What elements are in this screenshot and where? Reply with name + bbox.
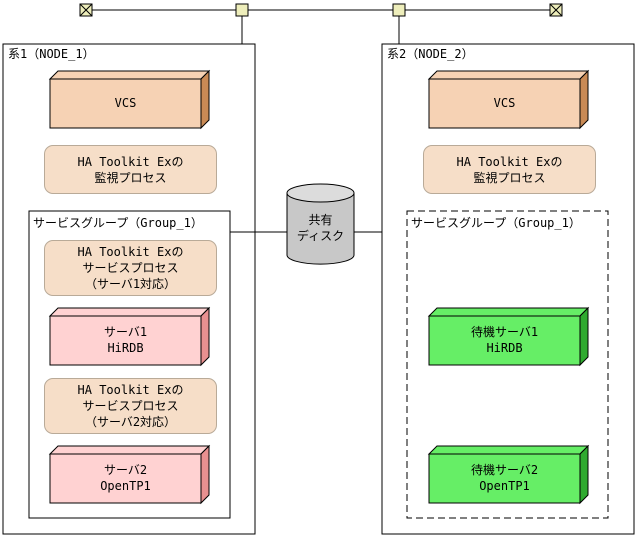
server2-line2: OpenTP1 [100,479,151,493]
node2-service-group-title: サービスグループ（Group_1） [411,216,581,230]
network-terminator-right [549,3,563,17]
server1-line1: サーバ1 [103,325,148,339]
node1-vcs-label: VCS [114,96,137,110]
node2-service-group-frame [406,210,609,519]
node1-monitor-line2: 監視プロセス [94,170,167,185]
node1-service-group-title: サービスグループ（Group_1） [33,216,203,230]
node2-vcs-label: VCS [493,96,516,110]
node2-standby1-box-shape [427,306,590,367]
server2-line1: サーバ2 [103,463,148,477]
disk-line2: ディスク [296,229,345,243]
network-terminator-left [79,3,93,17]
standby1-line1: 待機サーバ1 [470,325,539,339]
server1-line2: HiRDB [107,341,144,355]
node2-monitor-line1: HA Toolkit Exの [456,154,563,169]
service1-line3: （サーバ1対応） [84,277,177,291]
service1-line2: サービスプロセス [82,261,179,275]
standby1-line2: HiRDB [486,341,523,355]
node2-standby2-label: 待機サーバ2 OpenTP1 [429,462,580,494]
node1-vcs-box-shape [48,69,211,130]
shared-disk-label: 共有 ディスク [287,212,354,244]
service2-line2: サービスプロセス [82,399,179,413]
node2-title: 系2（NODE_2） [387,47,474,61]
node2-standby1-label: 待機サーバ1 HiRDB [429,324,580,356]
service1-line1: HA Toolkit Exの [77,245,184,259]
node1-service-process-1: HA Toolkit Exの サービスプロセス （サーバ1対応） [44,240,217,296]
node1-server1-label: サーバ1 HiRDB [50,324,201,356]
service2-line1: HA Toolkit Exの [77,383,184,397]
node2-monitor-line2: 監視プロセス [473,170,546,185]
node2-vcs-box-shape [427,69,590,130]
standby2-line2: OpenTP1 [479,479,530,493]
node2-standby2-box-shape [427,444,590,505]
node1-title: 系1（NODE_1） [8,47,95,61]
node2-monitor-process: HA Toolkit Exの 監視プロセス [423,145,596,194]
node1-monitor-line1: HA Toolkit Exの [77,154,184,169]
node2-frame [381,43,635,535]
node1-frame [2,43,256,535]
node1-server2-label: サーバ2 OpenTP1 [50,462,201,494]
node1-network-connector [235,3,249,44]
node1-service-group-frame [28,210,231,519]
node1-monitor-process: HA Toolkit Exの 監視プロセス [44,145,217,194]
service2-line3: （サーバ2対応） [84,415,177,429]
disk-line1: 共有 [308,213,333,227]
node1-server1-box-shape [48,306,211,367]
node2-network-connector [392,3,406,44]
standby2-line1: 待機サーバ2 [470,463,539,477]
node1-service-process-2: HA Toolkit Exの サービスプロセス （サーバ2対応） [44,378,217,434]
shared-disk-icon [286,183,355,265]
node1-server2-box-shape [48,444,211,505]
